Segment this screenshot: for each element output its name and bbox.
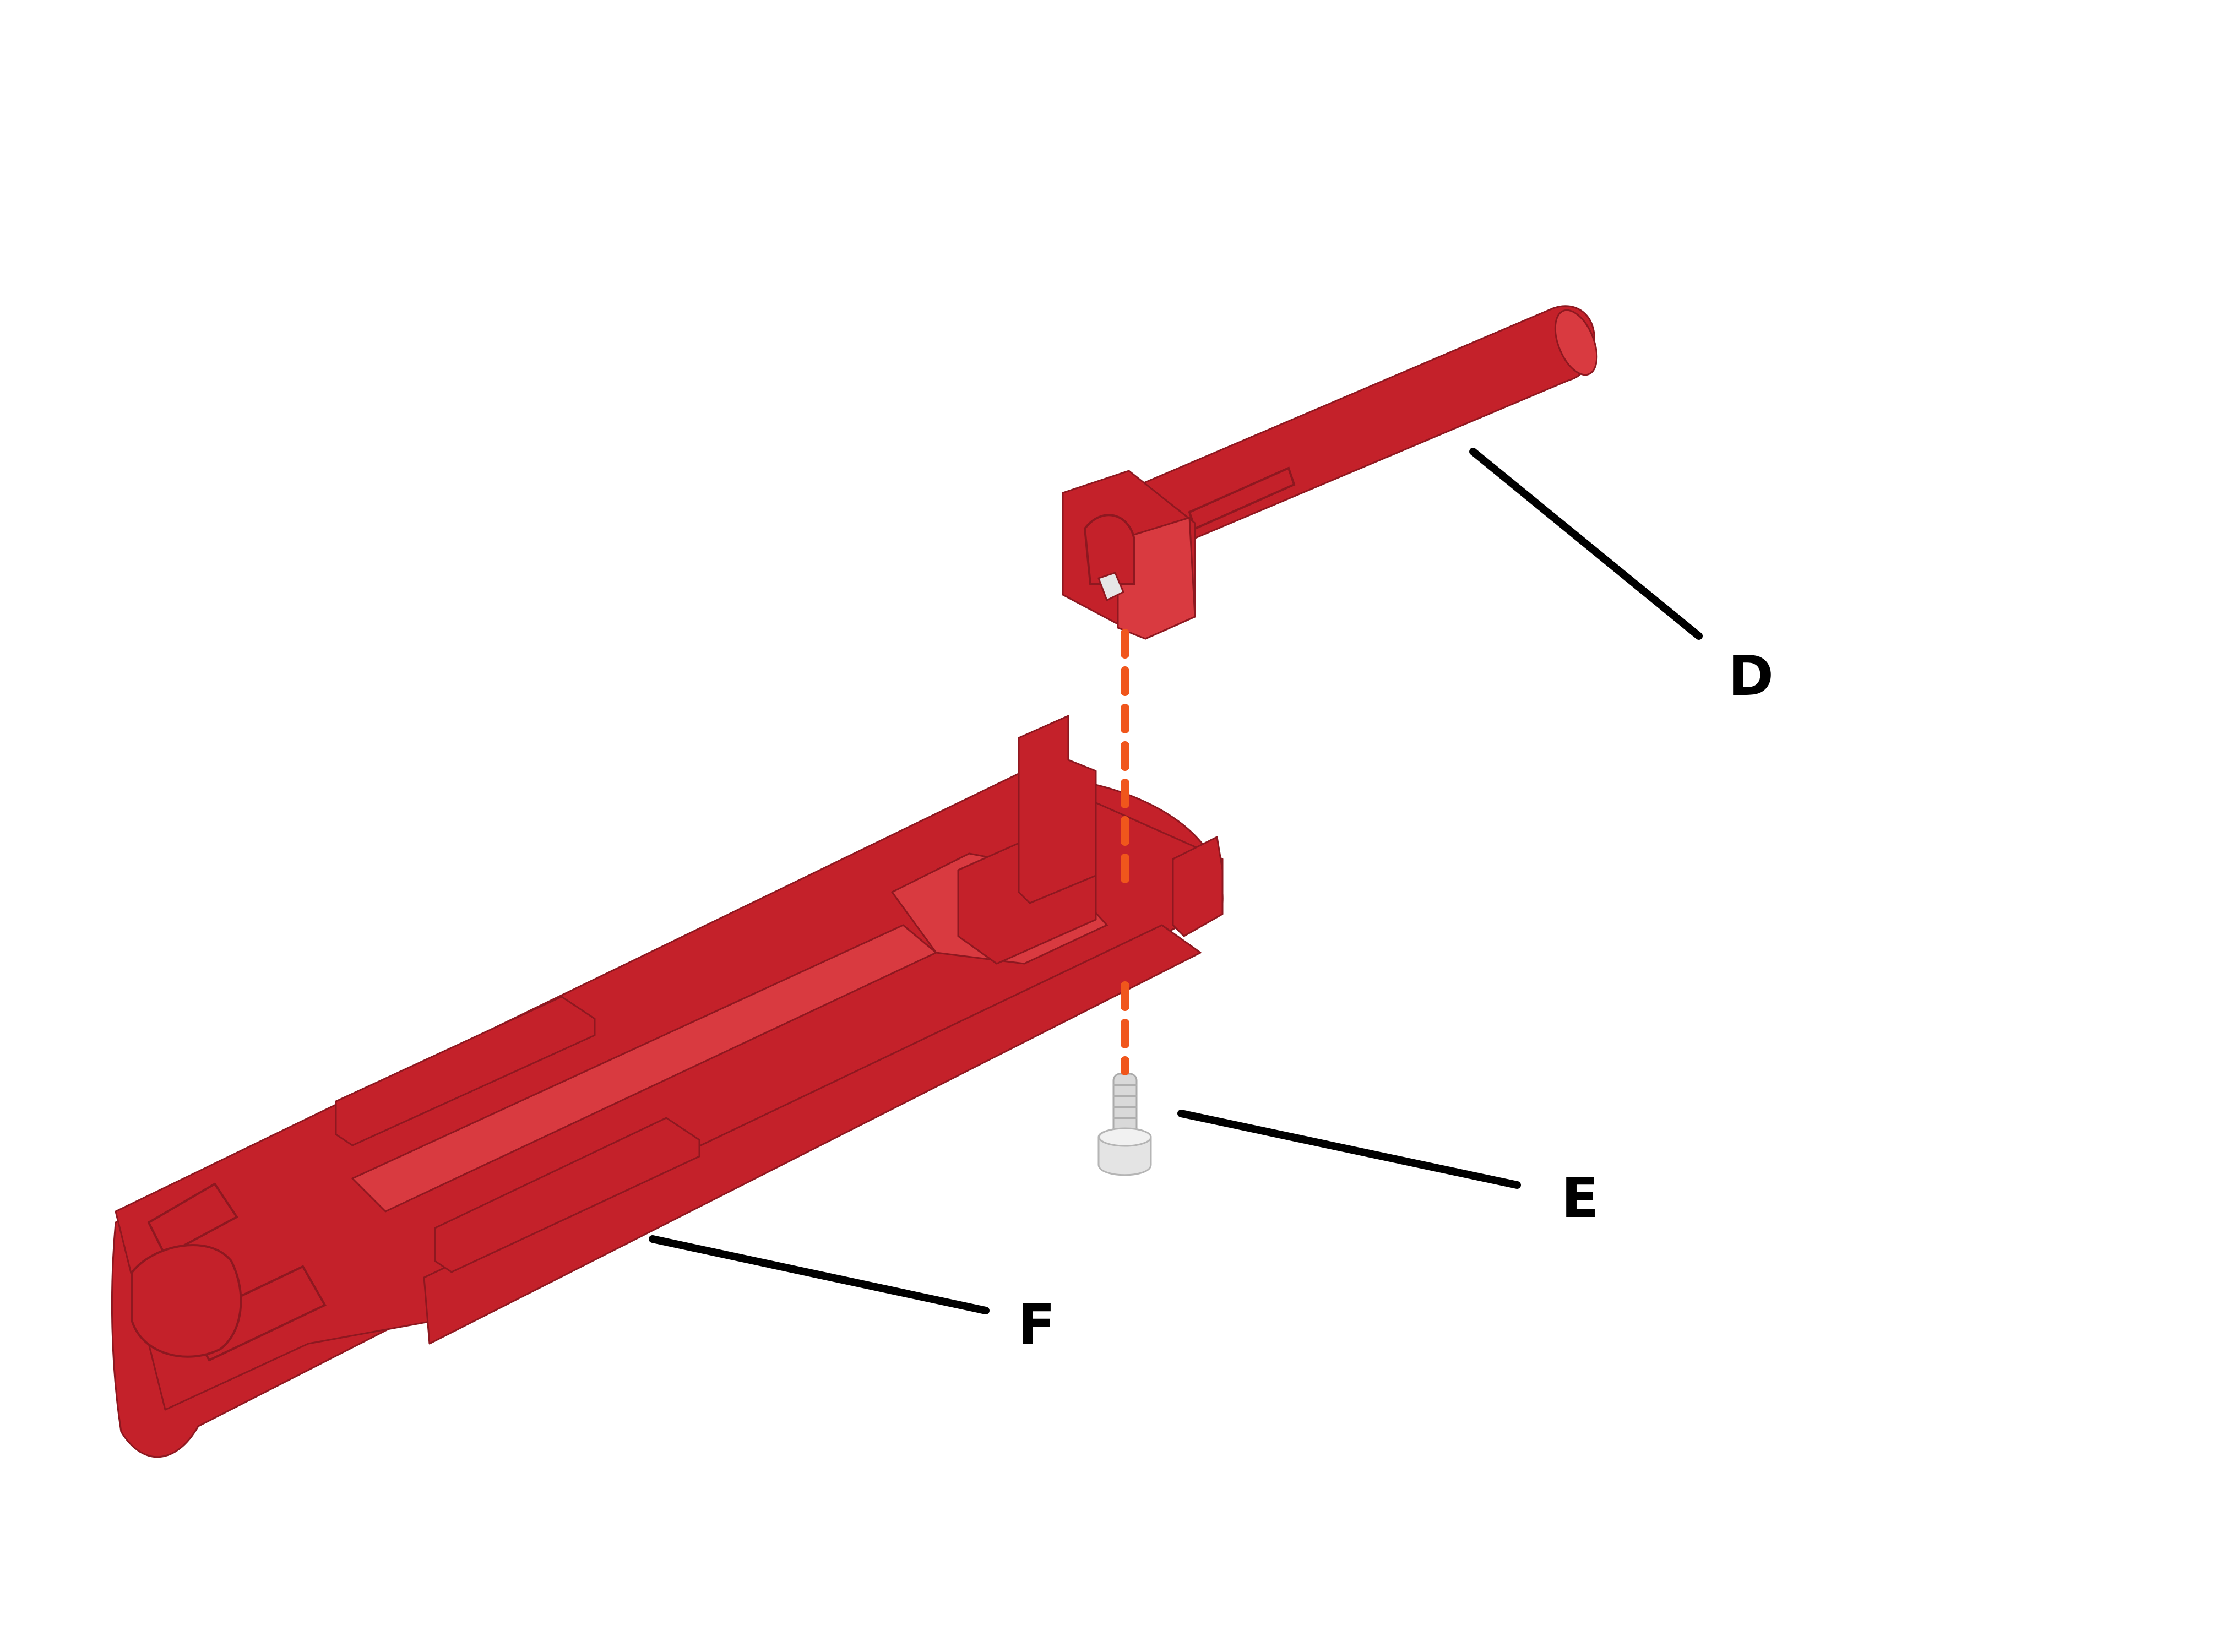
bracket-front-face (1117, 517, 1196, 640)
leader-line-f (649, 1235, 990, 1314)
housing-end-cutout-upper (147, 1182, 238, 1257)
leader-lines (649, 448, 1703, 1314)
callout-label-d: D (1728, 644, 1774, 708)
housing-rib-upper (335, 996, 596, 1146)
bracket-screw-hole (1097, 572, 1124, 602)
housing-end-barrel (131, 1244, 242, 1358)
part-f-housing (111, 715, 1224, 1458)
screw-head-top (1098, 1127, 1152, 1147)
bracket-recess (1083, 514, 1135, 585)
part-e-screw (1097, 1073, 1152, 1176)
leader-line-d (1469, 448, 1703, 640)
housing-post-left (1018, 715, 1097, 904)
callout-labels: D E F (1018, 644, 1774, 1357)
part-d-rod-bracket (1062, 305, 1598, 640)
housing-post-right (1172, 836, 1224, 937)
rod-end-cap (1554, 309, 1598, 376)
leader-line-e (1177, 1110, 1521, 1189)
housing-rib-lower (434, 1117, 700, 1273)
callout-label-f: F (1018, 1292, 1055, 1357)
callout-label-e: E (1561, 1166, 1599, 1230)
housing-lower-rail (423, 924, 1202, 1345)
